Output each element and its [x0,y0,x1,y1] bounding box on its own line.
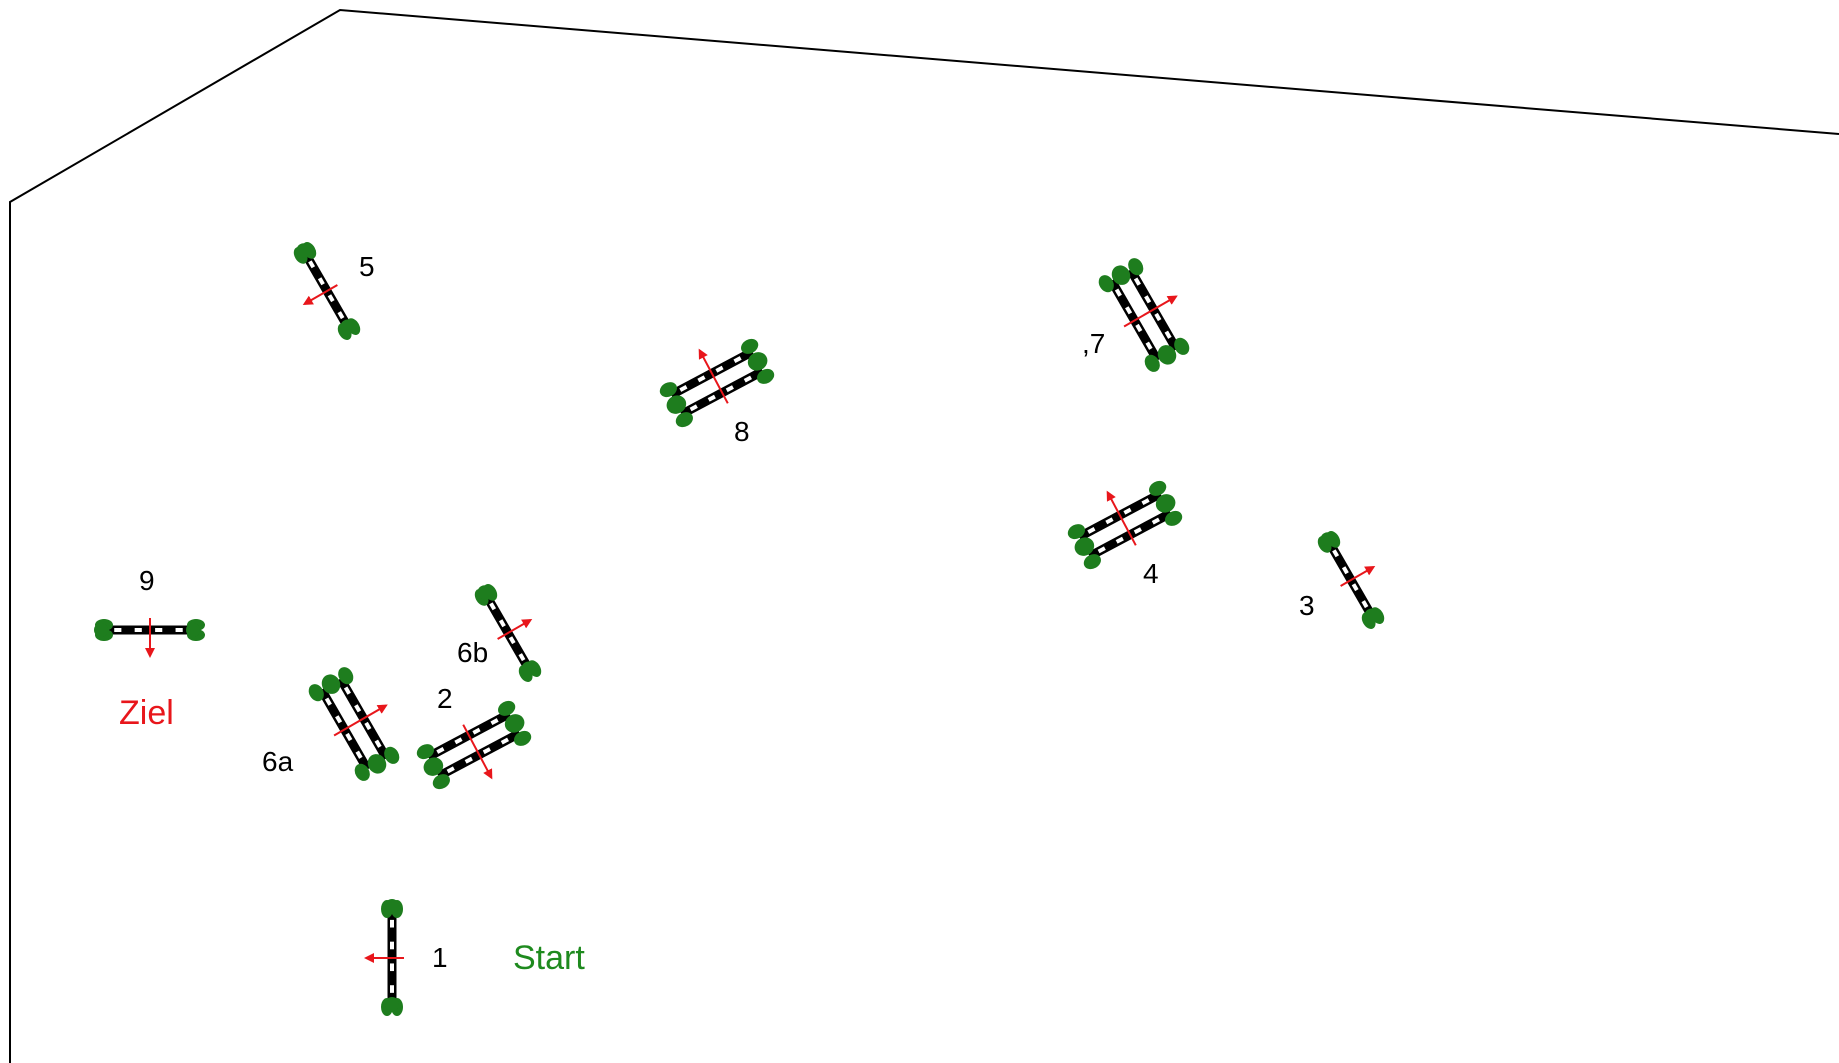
arena-border [9,8,1839,1063]
fence-1-vertical [364,899,404,1016]
finish-label: Ziel [119,694,174,732]
direction-arrow-icon [497,619,533,640]
fence-label-8: 8 [734,416,750,447]
direction-arrow-icon [698,348,729,404]
fence-label-1: 1 [432,942,448,973]
fence-4-oxer [1067,480,1183,570]
fence-layer [94,242,1385,1016]
fence-label-3: 3 [1299,590,1315,621]
direction-arrow-icon [1106,490,1137,546]
fence-label-5: 5 [359,251,375,282]
fence-label-4: 4 [1143,558,1159,589]
fence-7-oxer [1098,258,1190,372]
direction-arrow-icon [302,284,338,305]
fence-label-2: 2 [437,683,453,714]
direction-arrow-icon [1123,295,1178,328]
direction-arrow-icon [333,704,388,737]
fence-2-oxer [416,700,532,790]
direction-arrow-icon [1340,566,1376,587]
start-label: Start [513,939,585,977]
direction-arrow-icon [462,724,493,780]
fence-label-9: 9 [139,565,155,596]
fence-5-vertical [293,242,361,340]
fence-label-6a: 6a [262,746,294,777]
fence-label-6b: 6b [457,637,488,668]
fence-9-vertical [94,618,205,658]
fence-8-oxer [659,338,775,428]
fence-6a-oxer [308,667,400,781]
fence-label-7: ,7 [1082,328,1105,359]
fence-3-vertical [1317,531,1385,629]
fence-6b-vertical [474,584,542,682]
